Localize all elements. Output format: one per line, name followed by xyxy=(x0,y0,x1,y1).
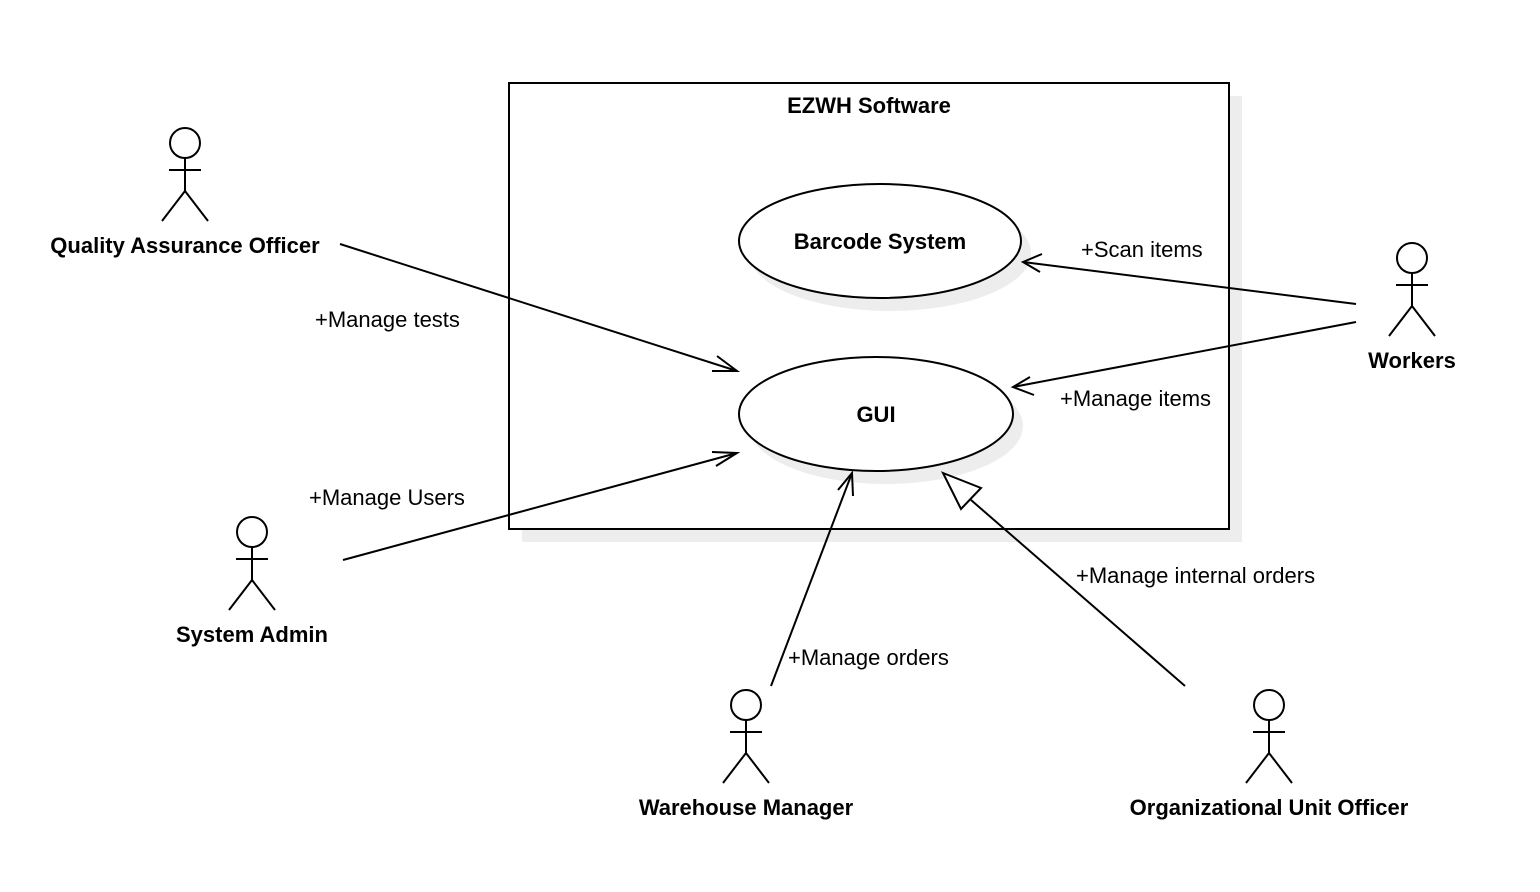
actor-label: System Admin xyxy=(176,622,328,647)
arrowhead-icon xyxy=(711,451,741,467)
system-boundary: EZWH Software xyxy=(508,82,1242,542)
association-line xyxy=(770,472,853,687)
use-case-gui-ellipse xyxy=(738,356,1014,472)
association-manage-orders: +Manage orders xyxy=(770,470,949,687)
generalization-manage-internal-orders: +Manage internal orders xyxy=(940,471,1315,687)
association-line xyxy=(1012,321,1357,388)
stick-figure-icon xyxy=(228,516,276,611)
edge-label-manage-orders: +Manage orders xyxy=(788,645,949,670)
arrowhead-icon xyxy=(1020,253,1043,273)
arrowhead-icon xyxy=(837,470,854,497)
arrowhead-icon xyxy=(1010,376,1035,396)
edge-label-manage-users: +Manage Users xyxy=(309,485,465,510)
use-case-barcode-system[interactable]: Barcode System xyxy=(738,183,1031,311)
association-line xyxy=(1022,261,1357,305)
stick-figure-icon xyxy=(1388,242,1436,337)
arrowhead-icon xyxy=(712,355,740,372)
edge-label-manage-items: +Manage items xyxy=(1060,386,1211,411)
association-line xyxy=(339,243,738,372)
system-boundary-title: EZWH Software xyxy=(787,93,951,118)
actor-quality-assurance-officer[interactable]: Quality Assurance Officer xyxy=(50,127,320,258)
association-manage-tests: +Manage tests xyxy=(315,243,740,372)
actor-organizational-unit-officer[interactable]: Organizational Unit Officer xyxy=(1130,689,1409,820)
use-case-gui[interactable]: GUI xyxy=(738,356,1023,484)
actor-label: Workers xyxy=(1368,348,1456,373)
use-case-barcode-label: Barcode System xyxy=(794,229,966,254)
edge-label-scan-items: +Scan items xyxy=(1081,237,1203,262)
stick-figure-icon xyxy=(161,127,209,222)
actor-workers[interactable]: Workers xyxy=(1368,242,1456,373)
edge-label-manage-tests: +Manage tests xyxy=(315,307,460,332)
stick-figure-icon xyxy=(722,689,770,784)
actor-warehouse-manager[interactable]: Warehouse Manager xyxy=(639,689,854,820)
stick-figure-icon xyxy=(1245,689,1293,784)
association-manage-items: +Manage items xyxy=(1010,321,1357,411)
actor-system-admin[interactable]: System Admin xyxy=(176,516,328,647)
association-scan-items: +Scan items xyxy=(1020,237,1357,305)
association-manage-users: +Manage Users xyxy=(309,451,741,561)
generalization-line xyxy=(970,499,1186,687)
actor-label: Organizational Unit Officer xyxy=(1130,795,1409,820)
actor-label: Warehouse Manager xyxy=(639,795,854,820)
association-line xyxy=(342,452,738,561)
actor-label: Quality Assurance Officer xyxy=(50,233,320,258)
use-case-barcode-ellipse xyxy=(738,183,1022,299)
edge-label-manage-internal-orders: +Manage internal orders xyxy=(1076,563,1315,588)
hollow-triangle-arrowhead-icon xyxy=(940,471,983,511)
use-case-gui-label: GUI xyxy=(856,402,895,427)
